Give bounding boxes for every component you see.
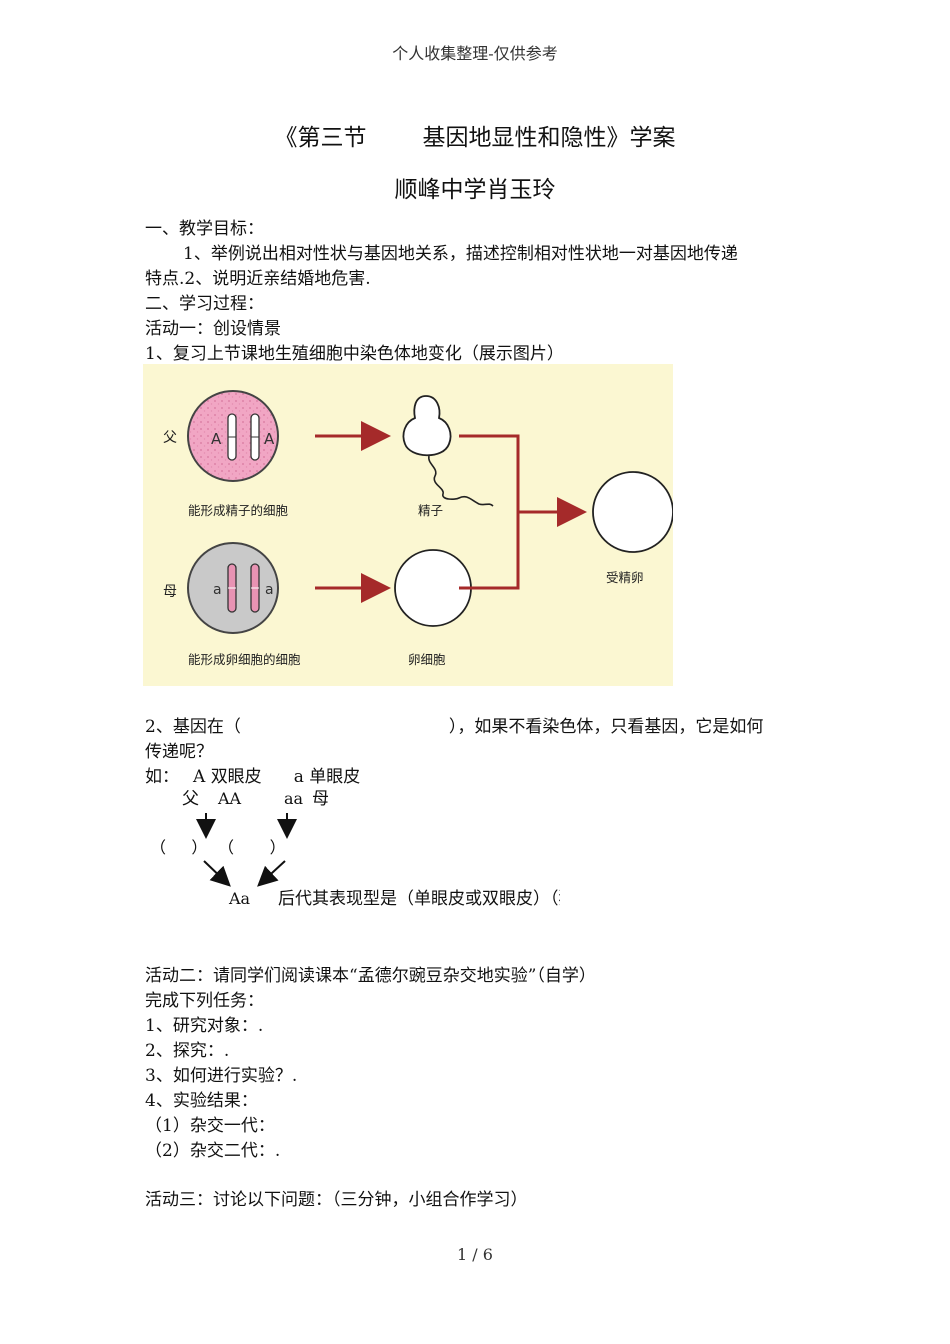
activity-1-heading: 活动一：创设情景 bbox=[145, 319, 281, 339]
child-phenotype-question: 后代其表现型是（单眼皮或双眼皮）（猜测） bbox=[278, 889, 560, 909]
example-line: 如： A 双眼皮 a 单眼皮 bbox=[145, 762, 360, 787]
result-f2: （2）杂交二代：. bbox=[145, 1141, 281, 1161]
egg-cell-label: 能形成卵细胞的细胞 bbox=[188, 652, 301, 667]
arrow-right-to-child bbox=[257, 860, 286, 887]
result-f1: （1）杂交一代： bbox=[145, 1116, 275, 1136]
fertilization-figure: 父 A A 能形成精子的细胞 精子 母 a a 能形成卵细胞的细胞 卵细胞 受精… bbox=[143, 364, 673, 686]
gamete-blank-right: （ ） bbox=[218, 838, 286, 857]
gene-a-left: a bbox=[213, 582, 222, 598]
gene-A-right: A bbox=[264, 430, 275, 448]
question-2-cont: 传递呢？ bbox=[145, 742, 213, 762]
gene-A-symbol: A bbox=[193, 767, 206, 787]
activity-2-task: 完成下列任务： bbox=[145, 991, 264, 1011]
sperm-cell-label: 能形成精子的细胞 bbox=[188, 503, 289, 518]
question-2-start: 2、基因在（ bbox=[145, 717, 241, 737]
activity-1-question-1: 1、复习上节课地生殖细胞中染色体地变化（展示图片） bbox=[145, 344, 564, 364]
task-results: 4、实验结果： bbox=[145, 1091, 258, 1111]
child-genotype: Aa bbox=[228, 889, 251, 908]
zygote-cell bbox=[592, 471, 673, 553]
arrow-left-to-child bbox=[203, 860, 231, 887]
zygote-label: 受精卵 bbox=[606, 570, 644, 585]
objective-text: 1、举例说出相对性状与基因地关系，描述控制相对性状地一对基因地传递 bbox=[183, 244, 738, 264]
activity-3-heading: 活动三：讨论以下问题：（三分钟，小组合作学习） bbox=[145, 1190, 528, 1210]
mother-genotype: aa bbox=[284, 789, 304, 808]
egg-label: 卵细胞 bbox=[408, 652, 446, 667]
father-label: 父 bbox=[163, 430, 177, 446]
gene-a-desc: 单眼皮 bbox=[309, 767, 361, 787]
mother-word: 母 bbox=[312, 789, 329, 809]
inheritance-diagram: 父 AA aa 母 （ ） （ ） Aa 后代其表现型是（单眼皮或双眼皮）（猜测… bbox=[150, 789, 560, 909]
title-part-1: 《第三节 bbox=[274, 125, 367, 151]
document-title: 《第三节 基因地显性和隐性》学案 bbox=[0, 118, 950, 152]
page-header: 个人收集整理-仅供参考 bbox=[392, 44, 558, 63]
sperm-tail bbox=[428, 455, 494, 507]
gene-a-right: a bbox=[265, 582, 274, 598]
father-genotype: AA bbox=[217, 789, 242, 808]
mother-label: 母 bbox=[163, 584, 177, 600]
task-how-experiment: 3、如何进行实验？. bbox=[145, 1066, 298, 1086]
gene-A-left: A bbox=[211, 430, 222, 448]
author-line: 顺峰中学肖玉玲 bbox=[394, 177, 556, 203]
father-word: 父 bbox=[182, 789, 199, 809]
question-2-end: ），如果不看染色体，只看基因，它是如何 bbox=[448, 717, 764, 737]
section-heading-objectives: 一、教学目标： bbox=[145, 219, 264, 239]
task-explore: 2、探究：. bbox=[145, 1041, 230, 1061]
sperm-label: 精子 bbox=[418, 503, 443, 518]
gamete-blank-left: （ ） bbox=[150, 838, 207, 857]
page-number: 1 / 6 bbox=[457, 1245, 493, 1264]
example-label: 如： bbox=[145, 767, 179, 787]
task-research-object: 1、研究对象：. bbox=[145, 1016, 264, 1036]
gene-a-symbol: a bbox=[293, 767, 304, 787]
title-part-2: 基因地显性和隐性》学案 bbox=[422, 125, 676, 151]
activity-2-heading: 活动二：请同学们阅读课本“孟德尔豌豆杂交地实验”（自学） bbox=[145, 966, 596, 986]
activity-1-question-2: 2、基因在（ ），如果不看染色体，只看基因，它是如何 bbox=[145, 712, 763, 737]
gene-A-desc: 双眼皮 bbox=[210, 767, 262, 787]
objective-text-cont: 特点.2、说明近亲结婚地危害. bbox=[145, 269, 371, 289]
section-heading-process: 二、学习过程： bbox=[145, 294, 264, 314]
sperm-shape bbox=[402, 395, 452, 457]
